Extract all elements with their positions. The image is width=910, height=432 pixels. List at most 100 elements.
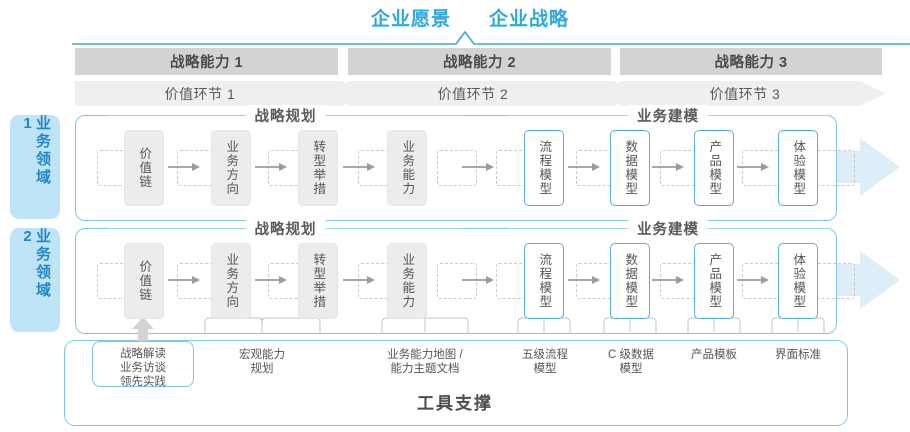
connector-arrow [255,163,287,171]
pipeline-node-business-direction-2[interactable]: 业务方向 [211,243,251,319]
connector-arrow [737,163,769,171]
capability-label-2: 战略能力 2 [442,55,517,71]
pipeline-node-transformation-1[interactable]: 转型举措 [298,130,338,206]
connector-arrow [255,276,287,284]
tool-item-label: 宏观能力规划 [239,349,285,375]
connector-arrow [568,276,600,284]
divider-line [325,114,463,116]
tool-bracket-product-template [687,317,741,334]
pipeline-node-label: 业务方向 [224,253,239,309]
pipeline-node-transformation-2[interactable]: 转型举措 [298,243,338,319]
tool-support-title: 工具支撑 [417,394,493,413]
divider-line [325,227,463,229]
ghost-slot [437,150,477,186]
tool-bracket-capability [204,317,321,334]
pipeline-node-label: 数据模型 [623,253,638,309]
pipeline-node-capability-2[interactable]: 业务能力 [387,243,427,319]
tool-item-label: 战略解读业务访谈领先实践 [120,348,166,388]
value-stage-cell-3: 价值环节 3 [620,81,870,106]
pipeline-node-product-model-1[interactable]: 产品模型 [694,130,734,206]
pipeline-node-value-chain-1[interactable]: 价值链 [124,130,164,206]
tool-item-label: 五级流程模型 [522,349,568,375]
tool-uplink-arrow [132,317,154,343]
sidebar-item-label-2: 业务领域 2 [19,228,51,300]
capability-cell-2: 战略能力 2 [348,48,611,75]
pipeline-node-label: 体验模型 [791,140,806,196]
pipeline-node-label: 价值链 [137,147,152,189]
tool-item-c-level-data-model: C 级数据模型 [590,348,672,376]
sidebar-item-domain-2[interactable]: 业务领域 2 [10,228,60,332]
value-stage-cell-2: 价值环节 2 [348,81,598,106]
divider-line [708,227,828,229]
pipeline-node-label: 业务能力 [400,140,415,196]
divider-line [508,114,628,116]
section-title-planning-2: 战略规划 [245,217,326,239]
section-header-modeling-2: 业务建模 [508,217,828,239]
pipeline-node-experience-model-1[interactable]: 体验模型 [778,130,818,206]
pipeline-node-capability-1[interactable]: 业务能力 [387,130,427,206]
capability-cell-3: 战略能力 3 [620,48,882,75]
value-stage-label-3: 价值环节 3 [709,85,781,102]
sidebar-item-label-1: 业务领域 1 [19,115,51,187]
sidebar-item-domain-1[interactable]: 业务领域 1 [10,115,60,219]
pipeline-node-label: 业务能力 [400,253,415,309]
divider-line [108,114,246,116]
pipeline-node-data-model-2[interactable]: 数据模型 [610,243,650,319]
pipeline-node-value-chain-2[interactable]: 价值链 [124,243,164,319]
tool-item-label: 产品模板 [691,349,737,361]
pipeline-node-label: 转型举措 [311,140,326,196]
tool-item-label: 业务能力地图 /能力主题文档 [387,349,463,375]
section-title-modeling-2: 业务建模 [628,217,708,239]
tool-bracket-capability-map [381,317,469,334]
divider-line [708,114,828,116]
tool-bracket-data-model [603,317,657,334]
pipeline-node-business-direction-1[interactable]: 业务方向 [211,130,251,206]
vision-connector-line [72,30,910,45]
value-chain-band [75,81,886,106]
connector-arrow [168,163,200,171]
tool-item-five-level-process: 五级流程模型 [504,348,586,376]
section-title-modeling-1: 业务建模 [628,104,708,126]
pipeline-node-label: 价值链 [137,260,152,302]
pipeline-node-label: 流程模型 [537,140,552,196]
section-header-planning-2: 战略规划 [108,217,463,239]
capability-label-1: 战略能力 1 [169,55,244,71]
tool-item-label: C 级数据模型 [608,349,654,375]
enterprise-strategy-title: 企业战略 [489,9,570,30]
enterprise-vision-title: 企业愿景 [371,9,452,30]
capability-label-3: 战略能力 3 [714,55,788,71]
pipeline-node-label: 转型举措 [311,253,326,309]
divider-line [108,227,246,229]
pipeline-node-label: 业务方向 [224,140,239,196]
pipeline-node-process-model-2[interactable]: 流程模型 [524,243,564,319]
ghost-slot [815,150,855,186]
tool-bracket-ui-standard [771,317,825,334]
tool-bracket-process-model [517,317,571,334]
pipeline-node-product-model-2[interactable]: 产品模型 [694,243,734,319]
tool-item-strategy-interpretation[interactable]: 战略解读业务访谈领先实践 [92,341,194,388]
section-title-planning-1: 战略规划 [245,104,326,126]
connector-arrow [343,163,375,171]
connector-arrow [168,276,200,284]
tool-item-capability-map: 业务能力地图 /能力主题文档 [360,348,490,376]
connector-arrow [737,276,769,284]
pipeline-node-process-model-1[interactable]: 流程模型 [524,130,564,206]
connector-arrow [343,276,375,284]
tool-item-label: 界面标准 [775,349,821,361]
tool-item-ui-standard: 界面标准 [757,348,839,362]
pipeline-node-label: 产品模型 [707,140,722,196]
value-stage-cell-1: 价值环节 1 [75,81,325,106]
divider-line [508,227,628,229]
value-stage-label-2: 价值环节 2 [437,85,509,102]
tool-item-macro-capability-planning: 宏观能力规划 [212,348,312,376]
connector-arrow [652,276,684,284]
pipeline-node-experience-model-2[interactable]: 体验模型 [778,243,818,319]
connector-arrow [568,163,600,171]
pipeline-node-label: 流程模型 [537,253,552,309]
pipeline-node-label: 体验模型 [791,253,806,309]
ghost-slot [815,263,855,299]
tool-support-panel [64,340,848,426]
pipeline-node-data-model-1[interactable]: 数据模型 [610,130,650,206]
section-header-modeling-1: 业务建模 [508,104,828,126]
